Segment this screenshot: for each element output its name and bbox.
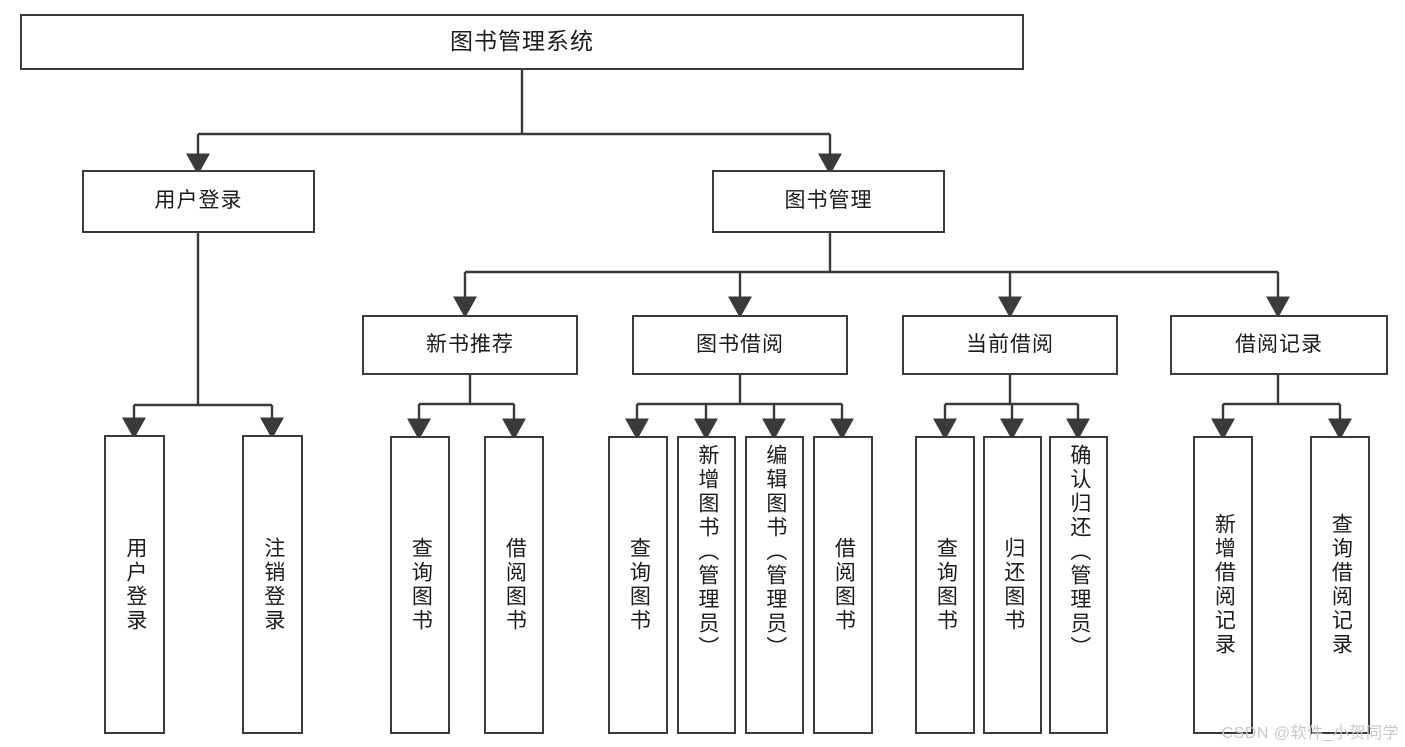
node-label: 图书管理 xyxy=(784,189,873,213)
node-label: 图书借阅 xyxy=(696,332,784,356)
node-label: 查询图书 xyxy=(934,537,958,633)
node-book-management[interactable]: 图书管理 xyxy=(712,170,945,233)
node-label: 编辑图书（管理员） xyxy=(763,444,787,660)
node-label: 用户登录 xyxy=(123,536,147,633)
node-label: 注销登录 xyxy=(261,536,285,633)
node-book-borrow[interactable]: 图书借阅 xyxy=(632,315,848,375)
leaf-borrow-borrow-book[interactable]: 借阅图书 xyxy=(813,436,873,734)
node-label: 借阅图书 xyxy=(832,537,856,633)
node-label: 新增借阅记录 xyxy=(1212,513,1236,657)
leaf-recommend-query-book[interactable]: 查询图书 xyxy=(390,436,450,734)
node-label: 新增图书（管理员） xyxy=(695,444,719,660)
leaf-current-return-book[interactable]: 归还图书 xyxy=(983,436,1042,734)
node-label: 查询借阅记录 xyxy=(1329,513,1353,657)
node-label: 用户登录 xyxy=(154,189,243,213)
leaf-record-add-record[interactable]: 新增借阅记录 xyxy=(1193,436,1253,734)
node-label: 新书推荐 xyxy=(426,332,514,356)
leaf-recommend-borrow-book[interactable]: 借阅图书 xyxy=(484,436,544,734)
node-user-login[interactable]: 用户登录 xyxy=(82,170,315,233)
node-label: 图书管理系统 xyxy=(450,28,594,55)
node-current-borrow[interactable]: 当前借阅 xyxy=(902,315,1118,375)
node-label: 归还图书 xyxy=(1001,537,1025,633)
node-new-book-recommend[interactable]: 新书推荐 xyxy=(362,315,578,375)
node-label: 当前借阅 xyxy=(966,332,1054,356)
leaf-borrow-add-book[interactable]: 新增图书（管理员） xyxy=(677,436,736,734)
leaf-user-login-logout[interactable]: 注销登录 xyxy=(242,435,303,734)
node-label: 借阅记录 xyxy=(1235,332,1323,356)
leaf-current-confirm-return[interactable]: 确认归还（管理员） xyxy=(1049,436,1108,734)
node-label: 借阅图书 xyxy=(503,537,527,633)
leaf-current-query-book[interactable]: 查询图书 xyxy=(915,436,975,734)
node-label: 确认归还（管理员） xyxy=(1067,444,1091,660)
node-root-system[interactable]: 图书管理系统 xyxy=(20,14,1024,70)
leaf-borrow-query-book[interactable]: 查询图书 xyxy=(608,436,668,734)
leaf-borrow-edit-book[interactable]: 编辑图书（管理员） xyxy=(745,436,804,734)
leaf-user-login-login[interactable]: 用户登录 xyxy=(104,435,165,734)
node-label: 查询图书 xyxy=(627,537,651,633)
node-label: 查询图书 xyxy=(409,537,433,633)
node-borrow-record[interactable]: 借阅记录 xyxy=(1170,315,1388,375)
leaf-record-query-record[interactable]: 查询借阅记录 xyxy=(1310,436,1370,734)
